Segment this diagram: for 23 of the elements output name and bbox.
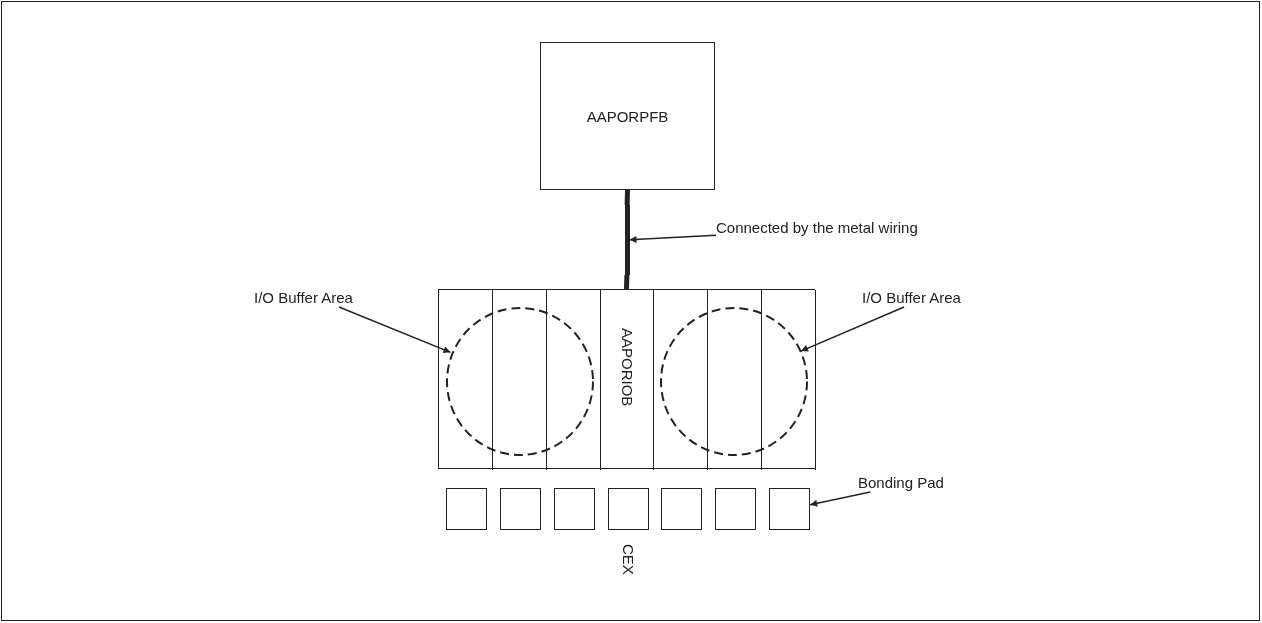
leader-arrow xyxy=(628,234,717,243)
wire-segment xyxy=(624,274,630,290)
buffer-block xyxy=(438,289,815,469)
buffer-cell: AAPORIOB xyxy=(600,290,655,470)
dashed-area-circle xyxy=(446,307,594,456)
leader-arrow xyxy=(338,306,452,354)
block-box: AAPORPFB xyxy=(540,42,715,190)
bonding-pad xyxy=(715,488,757,530)
bonding-pad xyxy=(499,488,541,530)
callout-text: I/O Buffer Area xyxy=(862,289,988,307)
callout-text: Connected by the metal wiring xyxy=(716,219,991,237)
dashed-area-circle xyxy=(660,307,808,456)
leader-arrow xyxy=(809,491,872,507)
bonding-pad xyxy=(553,488,595,530)
callout-text: Bonding Pad xyxy=(858,474,968,492)
leader-arrow xyxy=(800,306,905,352)
callout-text: I/O Buffer Area xyxy=(254,289,380,307)
wire-segment xyxy=(624,189,630,206)
bonding-pad xyxy=(446,488,487,530)
bonding-pad xyxy=(769,488,811,530)
bonding-pad xyxy=(607,488,649,530)
pin-label: CEX xyxy=(619,544,638,575)
bonding-pad xyxy=(661,488,703,530)
